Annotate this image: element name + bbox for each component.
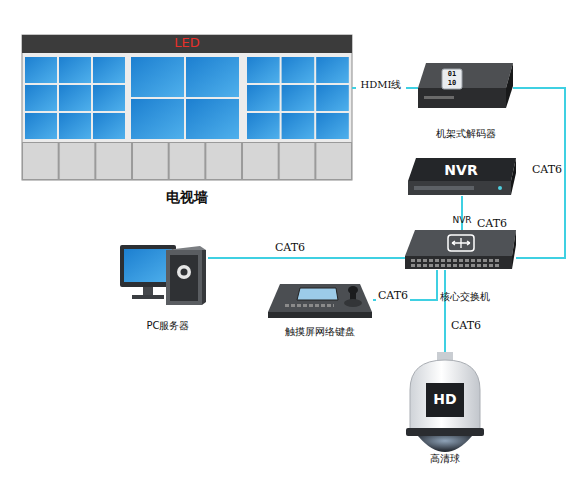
node-caption: PC服务器 [118, 320, 218, 332]
node-caption: 机架式解码器 [398, 128, 533, 140]
cable-line [208, 257, 405, 259]
node-caption: 核心交换机 [410, 291, 520, 303]
pc-server [120, 245, 206, 305]
cable-label: HDMI线 [356, 79, 406, 90]
video-wall [22, 35, 352, 180]
video-wall-node: LED电视墙 [22, 35, 352, 180]
device-text: HD [405, 391, 485, 407]
device-text: NVR [408, 162, 514, 178]
node-caption: 高清球 [400, 453, 490, 465]
nvr-device [408, 158, 516, 195]
led-text: LED [22, 36, 352, 51]
keyboard-node: 触摸屏网络键盘 [268, 282, 373, 319]
icon-digits: 10 [446, 80, 458, 87]
node-caption: 触摸屏网络键盘 [260, 326, 380, 338]
cable-label: CAT6 [450, 320, 482, 332]
cable-label: CAT6 [272, 242, 308, 254]
node-caption: 电视墙 [22, 189, 352, 205]
camera-node: HD高清球 [405, 352, 485, 452]
switch-node: 核心交换机 [405, 230, 516, 270]
decoder-node: 机架式解码器 [418, 62, 513, 109]
cable-line [513, 88, 565, 258]
dome-camera [406, 352, 484, 452]
nvr-node: NVRNVR [408, 158, 516, 196]
icon-digits: 01 [446, 71, 458, 78]
cable-label: CAT6 [476, 218, 508, 230]
touch-keyboard [268, 284, 372, 318]
pc-server-node: PC服务器 [118, 244, 208, 306]
decoder-device [418, 63, 513, 108]
cable-label: CAT6 [376, 290, 410, 302]
cable-line [444, 270, 446, 352]
cable-label: CAT6 [530, 164, 564, 176]
switch-device [405, 230, 516, 269]
